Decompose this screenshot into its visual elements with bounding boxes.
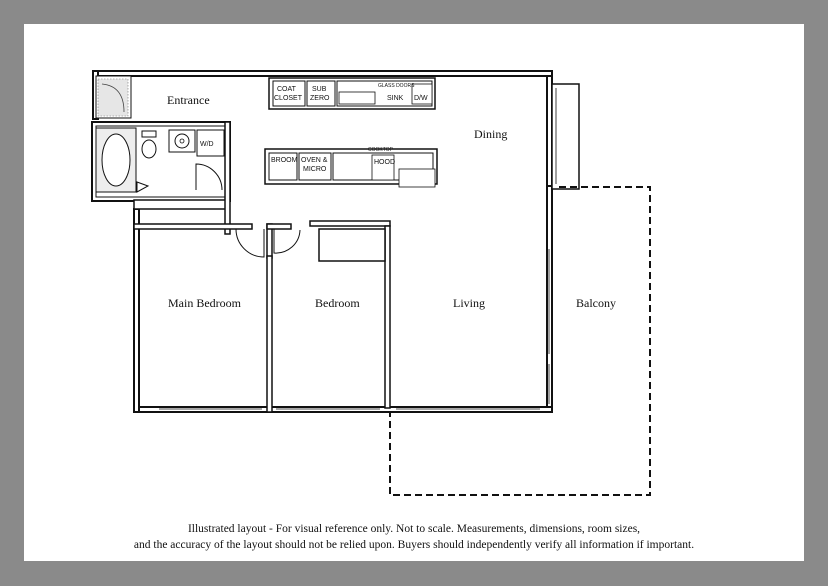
sink-label: SINK	[387, 95, 404, 102]
door-swings	[235, 228, 301, 258]
hallway-walls	[133, 121, 391, 413]
oven-label-2: MICRO	[303, 166, 327, 173]
broom-label: BROOM	[271, 157, 298, 164]
hood-label: HOOD	[374, 159, 395, 166]
glass-doors-label: GLASS DOORS	[378, 83, 415, 89]
kitchen-lower-counter	[264, 148, 438, 188]
sub-zero-label-2: ZERO	[310, 95, 330, 102]
bathroom	[91, 121, 231, 202]
washer-dryer-label: W/D	[200, 141, 214, 148]
disclaimer: Illustrated layout - For visual referenc…	[24, 521, 804, 553]
room-label-bedroom: Bedroom	[315, 296, 360, 310]
cooktop-label: COOKTOP	[368, 147, 394, 153]
kitchen-upper-counter	[268, 77, 436, 110]
room-label-living: Living	[453, 296, 485, 310]
room-label-main-bedroom: Main Bedroom	[168, 296, 242, 310]
floor-plan-drawing: W/D	[91, 70, 651, 496]
coat-closet-label-2: CLOSET	[274, 95, 303, 102]
dishwasher-label: D/W	[414, 95, 428, 102]
balcony-outline	[389, 186, 651, 496]
windows	[159, 249, 550, 410]
oven-label-1: OVEN &	[301, 157, 328, 164]
coat-closet-label-1: COAT	[277, 86, 297, 93]
floor-plan-sheet: W/D	[24, 24, 804, 561]
disclaimer-line-1: Illustrated layout - For visual referenc…	[187, 523, 641, 535]
sub-zero-label-1: SUB	[312, 86, 327, 93]
entry-closet	[95, 75, 132, 119]
disclaimer-line-2: and the accuracy of the layout should no…	[133, 539, 695, 551]
room-label-entrance: Entrance	[167, 93, 210, 107]
room-label-dining: Dining	[474, 127, 507, 141]
bay-window	[551, 83, 580, 190]
room-label-balcony: Balcony	[576, 296, 616, 310]
